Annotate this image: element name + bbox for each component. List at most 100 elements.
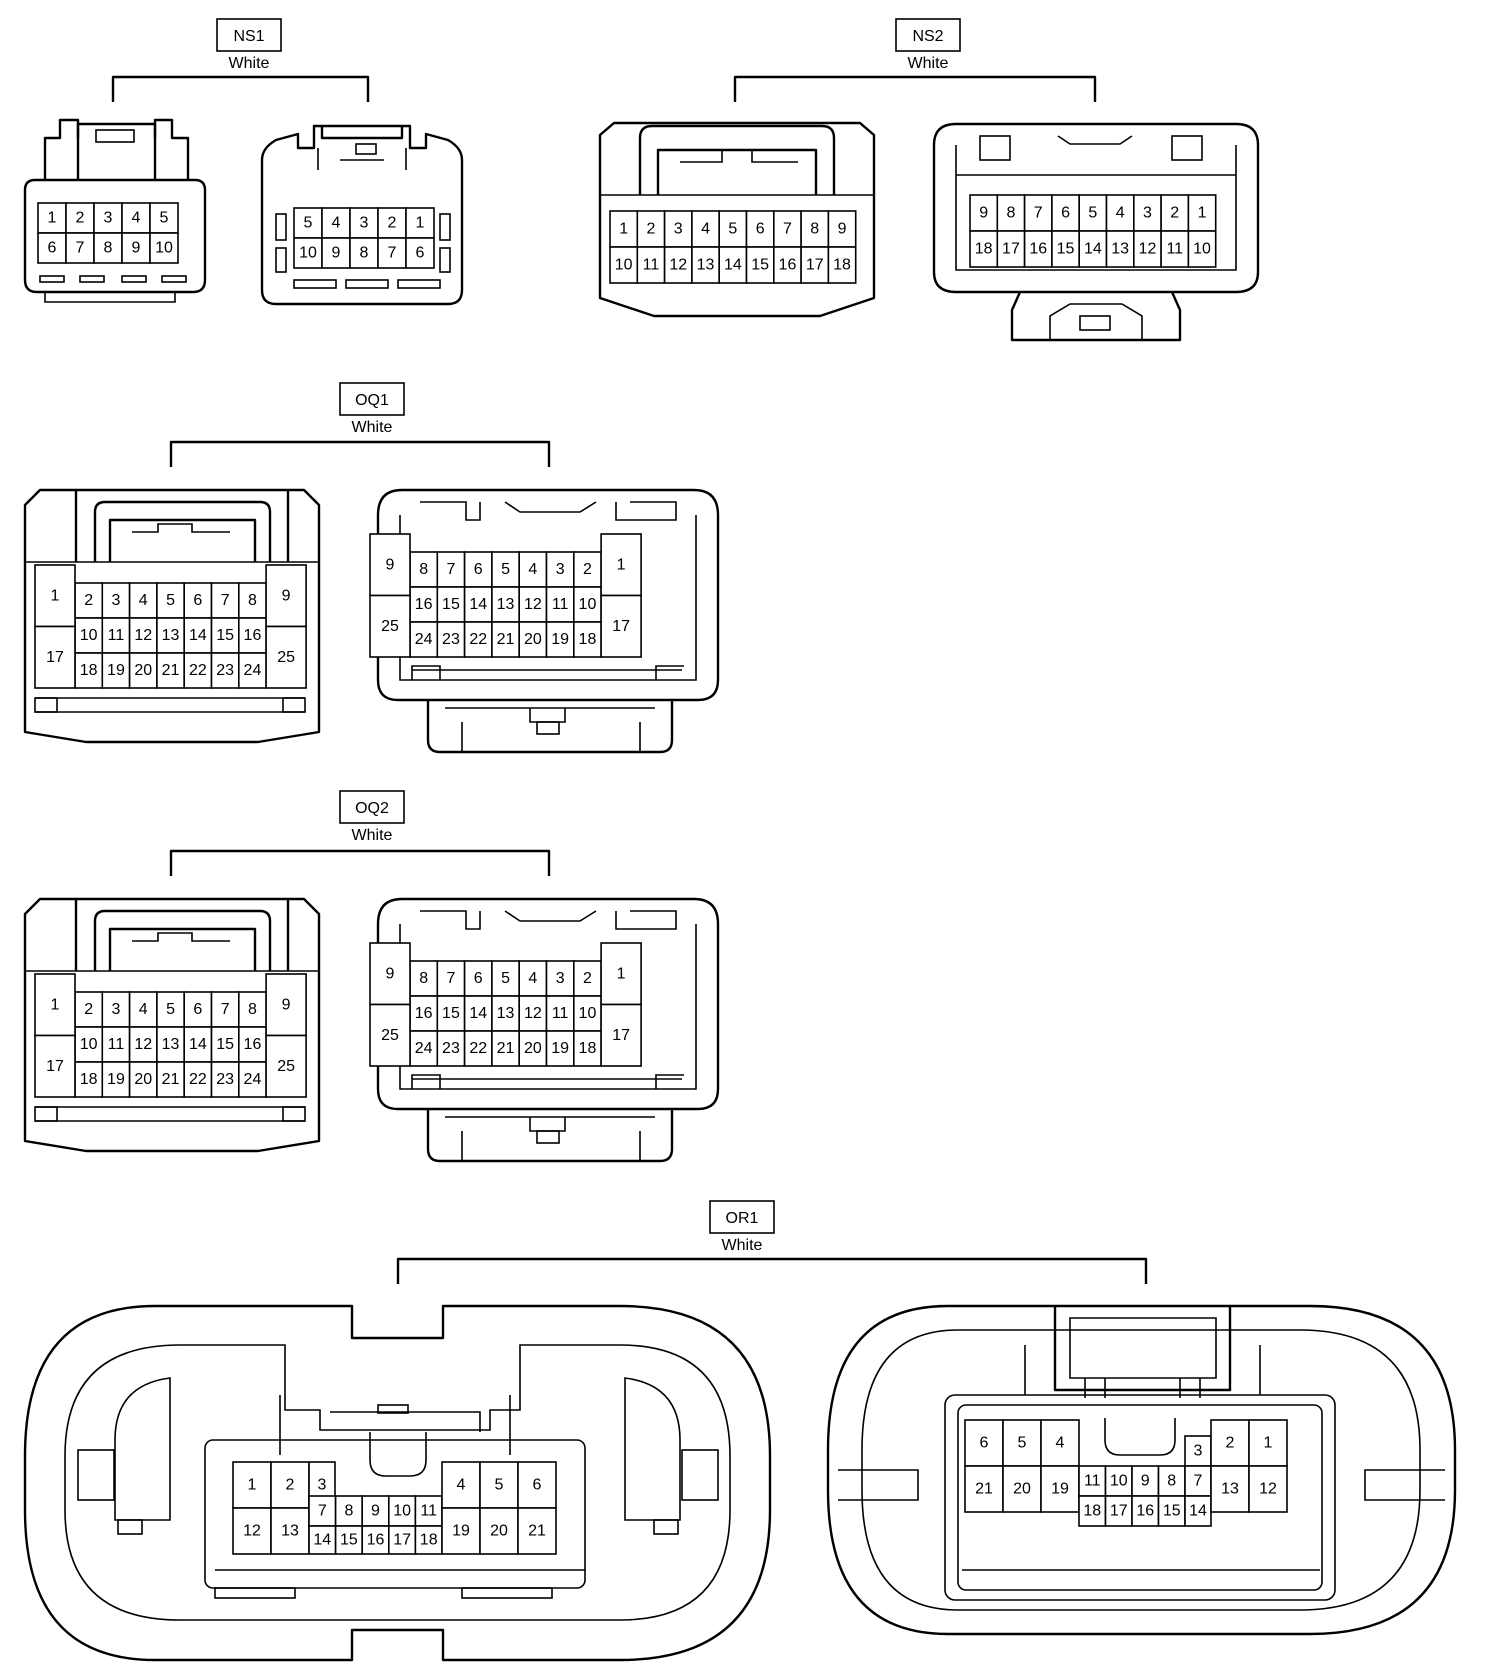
pin-number: 9: [282, 996, 291, 1013]
pin-number: 16: [367, 1532, 385, 1549]
pin-cell: [65, 232, 95, 264]
pin-number: 19: [551, 631, 569, 648]
pin-number: 5: [166, 1001, 175, 1018]
pin-number: 17: [1110, 1503, 1128, 1520]
connector-color: White: [722, 1237, 763, 1254]
pin-number: 12: [134, 627, 152, 644]
pin-number: 8: [1006, 205, 1015, 222]
pin-cell: [1078, 1495, 1107, 1527]
pin-number: 22: [469, 1040, 487, 1057]
pin-number: 22: [189, 1071, 207, 1088]
pin-cell: [479, 1507, 519, 1555]
pin-cell: [321, 237, 351, 269]
pin-number: 23: [216, 662, 234, 679]
connector-code: OR1: [726, 1210, 759, 1227]
pin-cell: [518, 621, 548, 658]
pin-cell: [183, 652, 213, 689]
pin-number: 18: [80, 662, 98, 679]
pin-number: 7: [221, 1001, 230, 1018]
pin-cell: [1248, 1419, 1288, 1467]
pin-cell: [1184, 1495, 1212, 1527]
pin-cell: [1187, 230, 1217, 268]
connector-code: NS2: [912, 28, 943, 45]
pin-cell: [238, 652, 267, 689]
pin-cell: [34, 1034, 76, 1098]
pin-number: 17: [612, 618, 630, 635]
pin-cell: [964, 1419, 1004, 1467]
pin-cell: [491, 1030, 520, 1067]
pin-number: 2: [646, 221, 655, 238]
pin-number: 6: [474, 561, 483, 578]
pin-number: 10: [393, 1503, 411, 1520]
pin-number: 18: [420, 1532, 438, 1549]
pin-number: 10: [615, 257, 633, 274]
pin-cell: [1160, 194, 1190, 232]
pin-cell: [101, 617, 131, 654]
pin-number: 1: [48, 210, 57, 227]
pin-number: 17: [393, 1532, 411, 1549]
pin-number: 19: [107, 662, 125, 679]
pin-cell: [1160, 230, 1190, 268]
connector-code-box: [709, 1200, 775, 1234]
pin-number: 14: [469, 596, 487, 613]
bracket: [733, 75, 1097, 102]
pin-cell: [183, 1026, 213, 1063]
pin-number: 8: [344, 1503, 353, 1520]
pin-number: 1: [248, 1477, 257, 1494]
pin-number: 3: [104, 210, 113, 227]
pin-number: 6: [193, 592, 202, 609]
pin-number: 18: [80, 1071, 98, 1088]
pin-cell: [369, 594, 411, 658]
pin-number: 2: [583, 561, 592, 578]
connector-color: White: [908, 55, 949, 72]
pin-number: 18: [1083, 1503, 1101, 1520]
pin-cell: [361, 1525, 390, 1555]
pin-cell: [293, 237, 323, 269]
pin-number: 18: [579, 631, 597, 648]
pin-number: 2: [1226, 1435, 1235, 1452]
pin-number: 12: [1259, 1481, 1277, 1498]
pin-number: 6: [1061, 205, 1070, 222]
pin-cell: [265, 1034, 307, 1098]
pin-number: 19: [551, 1040, 569, 1057]
pin-number: 23: [442, 631, 460, 648]
pin-number: 23: [442, 1040, 460, 1057]
pin-cell: [369, 1003, 411, 1067]
pin-number: 21: [975, 1481, 993, 1498]
pin-number: 13: [1111, 241, 1129, 258]
pin-cell: [463, 960, 493, 997]
pin-number: 9: [132, 240, 141, 257]
pin-number: 4: [1116, 205, 1125, 222]
pin-cell: [405, 237, 435, 269]
pin-cell: [74, 991, 104, 1028]
pin-cell: [93, 232, 123, 264]
pin-number: 25: [277, 1058, 295, 1075]
pin-number: 12: [1139, 241, 1157, 258]
pin-number: 16: [779, 257, 797, 274]
pin-number: 9: [386, 556, 395, 573]
pin-number: 8: [104, 240, 113, 257]
pin-cell: [600, 1003, 642, 1067]
pin-number: 19: [1051, 1481, 1069, 1498]
pin-number: 9: [1141, 1473, 1150, 1490]
pin-number: 6: [416, 245, 425, 262]
pin-cell: [436, 621, 466, 658]
pin-cell: [156, 652, 185, 689]
pin-number: 21: [162, 1071, 180, 1088]
pin-cell: [545, 1030, 575, 1067]
pin-number: 2: [84, 592, 93, 609]
pin-cell: [265, 625, 307, 689]
pin-number: 6: [533, 1477, 542, 1494]
pin-number: 20: [524, 1040, 542, 1057]
pin-cell: [149, 232, 179, 264]
pin-number: 13: [281, 1523, 299, 1540]
pin-cell: [409, 960, 439, 997]
pin-cell: [128, 1061, 158, 1098]
pin-number: 20: [490, 1523, 508, 1540]
pin-cell: [121, 202, 151, 234]
